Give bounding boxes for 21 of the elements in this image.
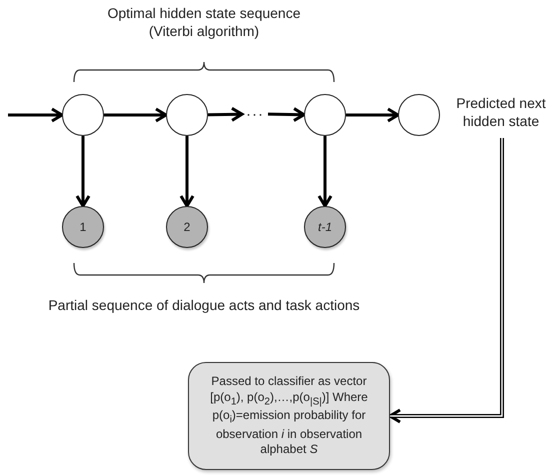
arrow [8,108,64,122]
arrow [208,106,244,122]
brace-label: Partial sequence of dialogue acts and task actions [47,296,361,314]
observation-circle: t-1 [304,206,346,248]
observation-circle: 1 [62,206,104,248]
state-circle [398,94,440,136]
observation-circle: 2 [166,206,208,248]
arrow [346,108,400,122]
arrow [76,136,90,208]
ellipsis: ··· [242,106,268,122]
state-circle [62,94,104,136]
brace-label: Optimal hidden state sequence (Viterbi algorithm) [106,4,302,40]
arrow [318,136,332,208]
node-caption: Predicted next hidden state [455,94,547,130]
arrow [388,138,504,424]
state-circle [166,94,208,136]
arrow [104,108,168,122]
output-box: Passed to classifier as vector [p(o$_{1}$), p(o$_{2}$),…,p(o$_{|S|}$)] Where p(o$_{i}$)=emission probability for observation i in observation alphabet S [188,362,390,470]
arrow [268,107,306,122]
state-circle [304,94,346,136]
arrow [180,136,194,208]
